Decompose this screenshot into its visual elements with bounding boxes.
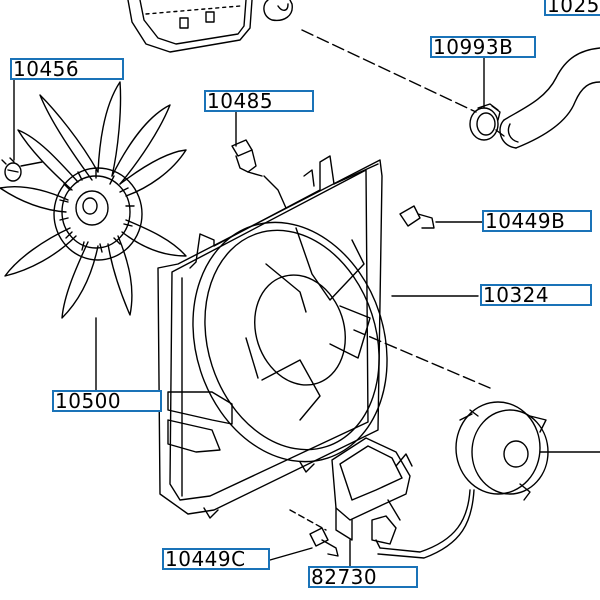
resistor-module bbox=[331, 437, 413, 545]
lower-bolt bbox=[309, 527, 339, 557]
leader-lines bbox=[13, 29, 600, 567]
part-callout-fan-bolt: 10456 bbox=[10, 58, 124, 80]
part-callout-clamp: 10993B bbox=[430, 36, 536, 58]
radiator-part bbox=[127, 0, 293, 53]
motor-bolt bbox=[399, 205, 435, 229]
hose-clamp bbox=[469, 103, 501, 141]
fan-bolt bbox=[1, 157, 43, 182]
fan-blades bbox=[0, 81, 187, 319]
part-callout-motor-bolt: 10449B bbox=[482, 210, 592, 232]
part-callout-fan: 10500 bbox=[52, 390, 162, 412]
part-callout-shroud: 10324 bbox=[480, 284, 592, 306]
part-callout-resistor: 82730 bbox=[308, 566, 418, 588]
part-callout-lower-bolt: 10449C bbox=[162, 548, 270, 570]
fan-shroud bbox=[157, 155, 388, 519]
part-callout-shroud-bolt: 10485 bbox=[204, 90, 314, 112]
shroud-bolt-top bbox=[231, 139, 287, 209]
part-callout-top-right: 1025 bbox=[544, 0, 600, 16]
radiator-hose bbox=[495, 47, 600, 149]
fan-hub bbox=[53, 167, 143, 261]
fan-motor bbox=[375, 401, 549, 559]
